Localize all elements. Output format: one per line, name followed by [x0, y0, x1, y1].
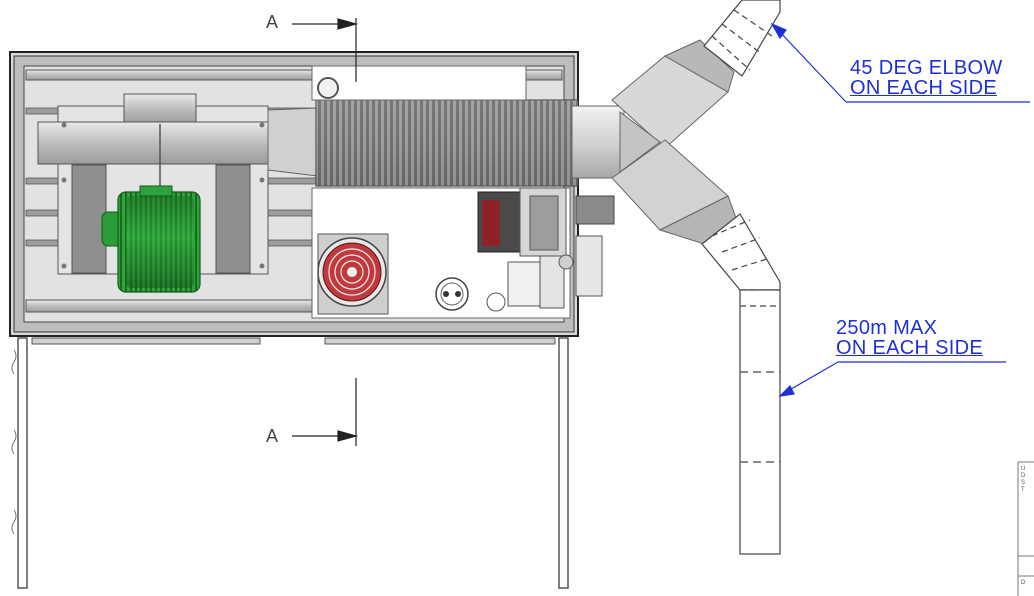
elbow-callout: 45 DEG ELBOW ON EACH SIDE — [850, 58, 1003, 98]
section-label-bottom: A — [266, 426, 279, 446]
elbow-leader — [770, 22, 1030, 103]
power-socket — [435, 277, 469, 311]
extension-duct — [739, 289, 781, 555]
filter-housing — [477, 187, 567, 257]
title-block-fragment: S — [1021, 480, 1026, 486]
max-length-callout-line1: 250m MAX — [836, 317, 938, 339]
side-fittings — [575, 195, 615, 297]
y-junction — [571, 39, 737, 245]
title-block — [1017, 461, 1034, 596]
gauge — [486, 292, 506, 312]
max-length-callout: 250m MAX ON EACH SIDE — [836, 318, 983, 358]
section-label-top: A — [266, 12, 279, 32]
electrical-panel — [311, 187, 574, 319]
flexible-hose — [267, 99, 579, 187]
top-panel — [311, 65, 527, 101]
title-block-fragment: T — [1021, 487, 1025, 493]
lower-elbow — [701, 213, 781, 291]
title-block-text: U D S T — [1021, 466, 1033, 494]
title-block-fragment: U — [1021, 466, 1026, 472]
title-block-text-lower: D — [1021, 580, 1026, 586]
max-length-leader — [778, 361, 1006, 397]
elbow-callout-line1: 45 DEG ELBOW — [850, 57, 1003, 79]
stand — [11, 337, 569, 589]
blower-assembly — [37, 93, 269, 275]
cooling-fan — [317, 233, 389, 315]
elbow-callout-line2: ON EACH SIDE — [850, 77, 997, 99]
upper-elbow — [703, 0, 781, 77]
electric-motor — [101, 185, 201, 293]
max-length-callout-line2: ON EACH SIDE — [836, 337, 983, 359]
section-line-top — [292, 18, 359, 82]
title-block-fragment: D — [1021, 473, 1026, 479]
section-line-bottom — [292, 378, 359, 446]
valve — [507, 254, 574, 309]
